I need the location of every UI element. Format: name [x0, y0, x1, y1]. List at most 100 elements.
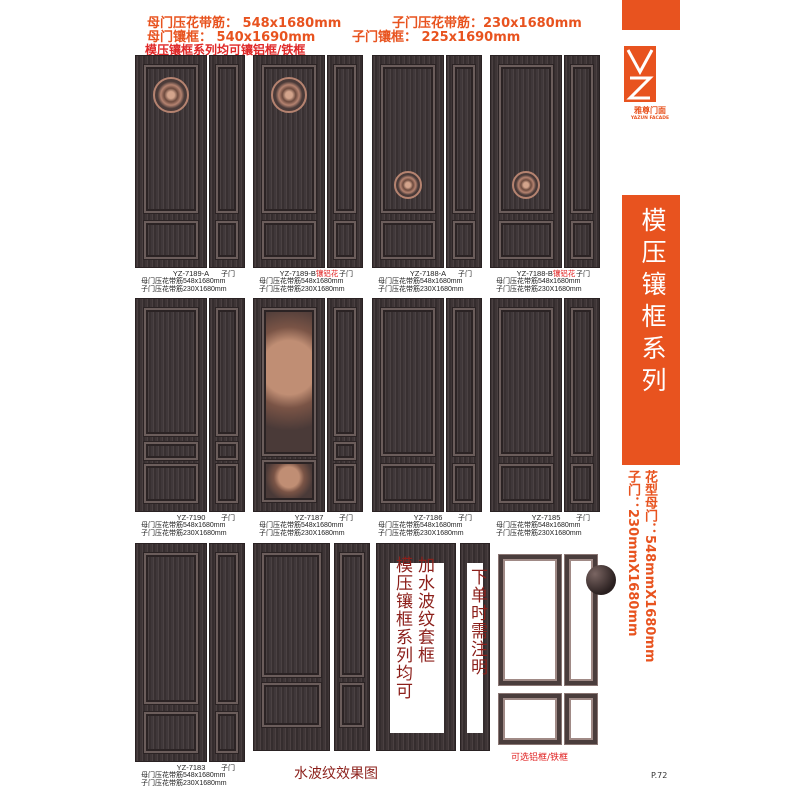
spec-main: 母门压花带筋548x1680mm [496, 278, 581, 285]
door-main-leaf [372, 55, 444, 268]
door-panel [334, 308, 356, 436]
water-wave-note-2: 模压镶框系列均可 [392, 556, 412, 700]
spec-main: 母门压花带筋548x1680mm [378, 278, 463, 285]
sub-door-label: 子门 [576, 515, 590, 522]
door-panel [334, 221, 356, 259]
sub-door-label: 子门 [339, 271, 353, 278]
door-sub-leaf [327, 55, 363, 268]
product-caption: YZ-7186 子门 母门压花带筋548x1680mm 子门压花带筋230X16… [372, 514, 484, 538]
door-panel [144, 712, 198, 753]
copper-panel [262, 308, 316, 456]
sub-door-label: 子门 [576, 271, 590, 278]
side-spec: 花型母门：548mmX1680mm 子门：230mmX1680mm [624, 470, 658, 663]
door-sub-leaf [327, 298, 363, 512]
door-main-leaf [253, 55, 325, 268]
model-note: 镶铝花 [552, 269, 576, 278]
spec-sub-emboss: 子门压花带筋：230x1680mm [392, 16, 582, 31]
door-panel [144, 553, 198, 704]
spec-sub: 子门压花带筋230X1680mm [259, 530, 345, 537]
product-caption: YZ-7190 子门 母门压花带筋548x1680mm 子门压花带筋230X16… [135, 514, 247, 538]
door-main-leaf [135, 298, 207, 512]
model-number: YZ-7187 [294, 513, 324, 522]
door-main-leaf [490, 298, 562, 512]
water-wave-main-door [253, 543, 330, 751]
model-number: YZ-7188-A [409, 269, 447, 278]
door-sub-leaf [446, 55, 482, 268]
model-number: YZ-7183 [176, 763, 206, 772]
spec-main: 母门压花带筋548x1680mm [141, 522, 226, 529]
door-panel [216, 464, 238, 503]
door-sub-leaf [209, 543, 245, 762]
water-wave-note-3: 下单时需注明 [467, 568, 487, 676]
door-panel [499, 464, 553, 503]
door-sub-leaf [564, 55, 600, 268]
spec-main-frame: 母门镶框： 540x1690mm [147, 30, 316, 45]
product-caption: YZ-7189-B镶铝花 子门 母门压花带筋548x1680mm 子门压花带筋2… [253, 270, 365, 294]
door-panel [216, 65, 238, 213]
sub-door-label: 子门 [221, 765, 235, 772]
series-title-block: 模压镶框系列 [622, 195, 680, 465]
door-panel [216, 712, 238, 753]
spec-sub: 子门压花带筋230X1680mm [496, 286, 582, 293]
spec-main: 母门压花带筋548x1680mm [259, 522, 344, 529]
door-panel [144, 221, 198, 259]
spec-main: 母门压花带筋548x1680mm [259, 278, 344, 285]
door-panel [453, 221, 475, 259]
spec-sub: 子门压花带筋230X1680mm [141, 530, 227, 537]
door-panel [571, 308, 593, 456]
frame-sample-main-lower [499, 694, 561, 744]
model-number: YZ-7189-A [172, 269, 210, 278]
product-caption: YZ-7185 子门 母门压花带筋548x1680mm 子门压花带筋230X16… [490, 514, 602, 538]
spec-sub: 子门压花带筋230X1680mm [378, 530, 464, 537]
door-panel [334, 442, 356, 460]
product-caption: YZ-7188-B镶铝花 子门 母门压花带筋548x1680mm 子门压花带筋2… [490, 270, 602, 294]
sub-door-label: 子门 [458, 271, 472, 278]
model-note: 镶铝花 [315, 269, 339, 278]
door-main-leaf [253, 298, 325, 512]
door-panel [216, 553, 238, 704]
door-sub-leaf [209, 298, 245, 512]
door-panel [334, 65, 356, 213]
door-panel [571, 221, 593, 259]
door-sub-leaf [564, 298, 600, 512]
door-panel [381, 464, 435, 503]
sub-door-label: 子门 [221, 271, 235, 278]
spec-sub-frame: 子门镶框： 225x1690mm [352, 30, 521, 45]
spec-main: 母门压花带筋548x1680mm [141, 772, 226, 779]
door-panel [499, 221, 553, 259]
door-panel [453, 308, 475, 456]
model-number: YZ-7186 [413, 513, 443, 522]
water-wave-frame-sub [460, 543, 490, 751]
product-caption: YZ-7183 子门 母门压花带筋548x1680mm 子门压花带筋230X16… [135, 764, 247, 788]
side-spec-line1: 花型母门：548mmX1680mm [642, 470, 657, 663]
door-panel [381, 221, 435, 259]
door-sub-leaf [446, 298, 482, 512]
door-main-leaf [490, 55, 562, 268]
door-panel [216, 308, 238, 436]
door-panel [216, 442, 238, 460]
door-sub-leaf [209, 55, 245, 268]
side-spec-line2: 子门：230mmX1680mm [625, 470, 640, 637]
frame-sample-main [499, 555, 561, 685]
sub-door-label: 子门 [458, 515, 472, 522]
series-title: 模压镶框系列 [638, 207, 667, 399]
brand-logo [624, 46, 656, 102]
door-main-leaf [372, 298, 444, 512]
door-panel [571, 65, 593, 213]
frame-sample-sub-lower [565, 694, 597, 744]
ornament-icon [271, 77, 307, 113]
door-panel [144, 442, 198, 460]
frame-corner-detail [586, 565, 616, 595]
door-panel [453, 464, 475, 503]
water-wave-note-1: 加水波纹套框 [414, 556, 434, 664]
frames-caption: 可选铝框/铁框 [511, 753, 569, 763]
spec-main-emboss: 母门压花带筋： 548x1680mm [147, 16, 342, 31]
rosette-icon [512, 171, 540, 199]
spec-sub: 子门压花带筋230X1680mm [378, 286, 464, 293]
spec-main: 母门压花带筋548x1680mm [378, 522, 463, 529]
product-caption: YZ-7188-A 子门 母门压花带筋548x1680mm 子门压花带筋230X… [372, 270, 484, 294]
rosette-icon [394, 171, 422, 199]
door-panel [262, 221, 316, 259]
water-wave-caption: 水波纹效果图 [294, 766, 378, 782]
